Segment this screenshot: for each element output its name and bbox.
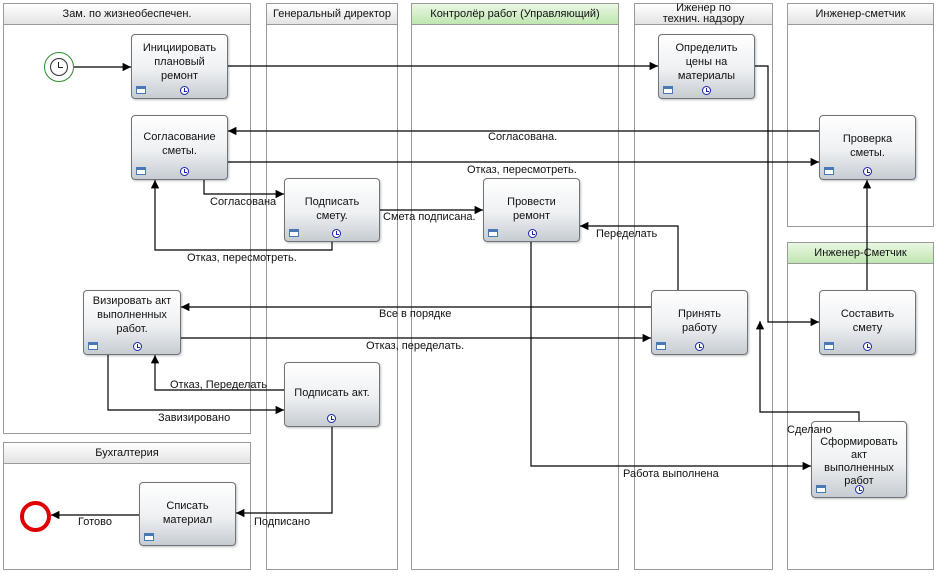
task-vizirovat-label: Визировать акт выполненных работ. bbox=[92, 295, 172, 335]
task-sostavit-label: Составить смету bbox=[840, 308, 895, 334]
task-ceny-label: Определить цены на материалы bbox=[675, 42, 738, 82]
form-icon bbox=[488, 229, 498, 237]
flow-label-otkaz-peredelat: Отказ, переделать. bbox=[366, 340, 465, 352]
clock-icon bbox=[863, 342, 872, 351]
flow-label-podpisano: Подписано bbox=[254, 516, 311, 528]
flow-label-otkaz-peresmotret-top: Отказ, пересмотреть. bbox=[467, 164, 577, 176]
clock-icon bbox=[702, 86, 711, 95]
task-proverka[interactable]: Проверка сметы. bbox=[819, 115, 916, 180]
task-provesti[interactable]: Провести ремонт bbox=[483, 178, 580, 242]
form-icon bbox=[88, 342, 98, 350]
end-event[interactable] bbox=[20, 501, 51, 532]
flow-label-peredelat: Переделать bbox=[596, 228, 658, 240]
form-icon bbox=[656, 342, 666, 350]
clock-icon bbox=[180, 86, 189, 95]
task-sformirovat-label: Сформировать акт выполненных работ bbox=[820, 436, 898, 487]
edge-podpisat-soglasovanie bbox=[150, 180, 333, 251]
edge-provesti-sformirovat bbox=[530, 242, 811, 471]
edge-prinyat-provesti bbox=[580, 221, 679, 290]
clock-icon bbox=[332, 229, 341, 238]
task-sformirovat[interactable]: Сформировать акт выполненных работ bbox=[811, 421, 907, 498]
flow-label-soglasovana: Согласована. bbox=[488, 131, 558, 143]
clock-icon bbox=[327, 414, 336, 423]
flow-label-vse-v-poryadke: Все в порядке bbox=[379, 308, 452, 320]
flow-label-smeta-podpisana: Смета подписана. bbox=[383, 211, 476, 223]
form-icon bbox=[663, 86, 673, 94]
lane-zam-title: Зам. по жизнеобеспечен. bbox=[4, 4, 250, 25]
edge-podpisat-akt-vizirovat bbox=[150, 355, 284, 391]
edge-sformirovat-prinyat bbox=[755, 321, 860, 421]
task-initiate-label: Инициировать плановый ремонт bbox=[142, 42, 217, 82]
lane-engineer-tech-label: Иженер по технич. надзору bbox=[662, 2, 745, 25]
lane-buh-title: Бухгалтерия bbox=[4, 443, 250, 464]
lane-controller: Контролёр работ (Управляющий) bbox=[411, 3, 619, 570]
task-sostavit[interactable]: Составить смету bbox=[819, 290, 916, 355]
clock-icon bbox=[50, 58, 68, 76]
task-prinyat[interactable]: Принять работу bbox=[651, 290, 748, 355]
task-soglasovanie[interactable]: Согласование сметы. bbox=[131, 115, 228, 180]
task-initiate[interactable]: Инициировать плановый ремонт bbox=[131, 34, 228, 99]
task-podpisat-smetu[interactable]: Подписать смету. bbox=[284, 178, 380, 242]
task-spisat-label: Списать материал bbox=[162, 500, 213, 526]
flow-label-zavizirovano: Завизировано bbox=[158, 412, 231, 424]
lane-engineer-tech-title: Иженер по технич. надзору bbox=[635, 2, 772, 25]
form-icon bbox=[136, 86, 146, 94]
clock-icon bbox=[855, 485, 864, 494]
clock-icon bbox=[528, 229, 537, 238]
task-podpisat-akt-label: Подписать акт. bbox=[294, 387, 370, 399]
lane-smetchik-top-title: Инженер-сметчик bbox=[788, 4, 933, 25]
edge-podpisat-akt-spisat bbox=[236, 427, 333, 518]
lane-controller-title: Контролёр работ (Управляющий) bbox=[412, 4, 618, 25]
lane-smetchik-bottom-title: Инженер-Сметчик bbox=[788, 243, 933, 264]
form-icon bbox=[816, 485, 826, 493]
flow-label-otkaz-peredelat-2: Отказ, Переделать bbox=[170, 379, 268, 391]
flow-label-gotovo: Готово bbox=[78, 516, 112, 528]
clock-icon bbox=[132, 342, 142, 351]
start-event-timer[interactable] bbox=[44, 52, 74, 82]
form-icon bbox=[824, 167, 834, 175]
form-icon bbox=[144, 533, 154, 541]
edge-vizirovat-podpisat-akt bbox=[107, 355, 284, 415]
lane-director-title: Генеральный директор bbox=[267, 4, 397, 25]
form-icon bbox=[824, 342, 834, 350]
task-prinyat-label: Принять работу bbox=[678, 308, 721, 334]
flow-label-otkaz-peresmotret: Отказ, пересмотреть. bbox=[187, 252, 297, 264]
form-icon bbox=[289, 229, 299, 237]
task-spisat[interactable]: Списать материал bbox=[139, 482, 236, 546]
clock-icon bbox=[180, 167, 189, 176]
task-provesti-label: Провести ремонт bbox=[507, 196, 556, 222]
edge-soglasovanie-podpisat bbox=[203, 179, 284, 199]
edge-ceny-sostavit bbox=[755, 65, 819, 327]
flow-label-rabota-vypolnena: Работа выполнена bbox=[623, 468, 719, 480]
task-soglasovanie-label: Согласование сметы. bbox=[143, 131, 216, 157]
task-vizirovat[interactable]: Визировать акт выполненных работ. bbox=[83, 290, 181, 355]
task-ceny[interactable]: Определить цены на материалы bbox=[658, 34, 755, 99]
clock-icon bbox=[695, 342, 704, 351]
clock-icon bbox=[863, 167, 872, 176]
task-proverka-label: Проверка сметы. bbox=[842, 133, 893, 159]
flow-label-sdelano: Сделано bbox=[787, 424, 832, 436]
form-icon bbox=[136, 167, 146, 175]
task-podpisat-akt[interactable]: Подписать акт. bbox=[284, 362, 380, 427]
flow-label-soglasovana-2: Согласована bbox=[210, 196, 277, 208]
task-podpisat-smetu-label: Подписать смету. bbox=[304, 196, 360, 222]
